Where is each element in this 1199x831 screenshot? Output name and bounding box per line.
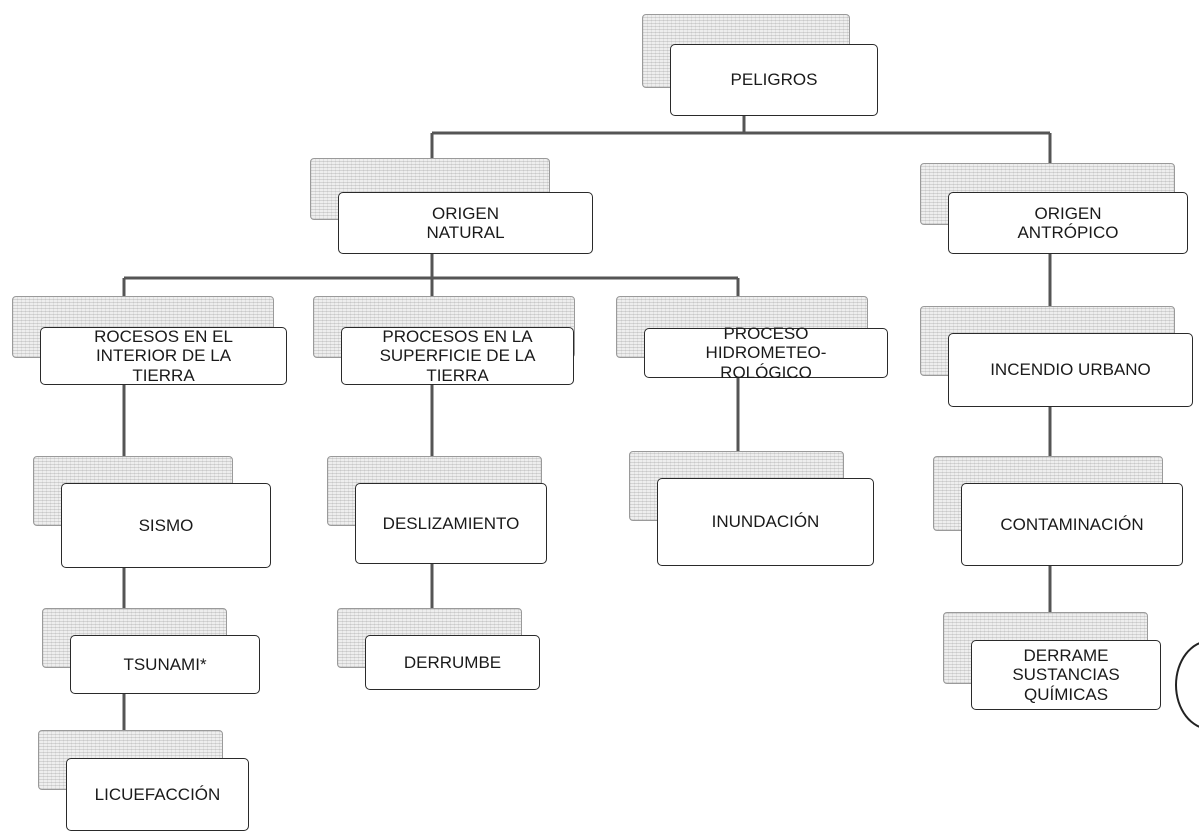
- node-deslizamiento: DESLIZAMIENTO: [355, 483, 547, 564]
- node-hidrometeorologico: PROCESO HIDROMETEO- ROLÓGICO: [644, 324, 888, 382]
- node-contaminacion: CONTAMINACIÓN: [961, 483, 1183, 566]
- node-derrame: DERRAME SUSTANCIAS QUÍMICAS: [971, 640, 1161, 710]
- node-origen-natural: ORIGEN NATURAL: [338, 192, 593, 254]
- node-peligros: PELIGROS: [670, 44, 878, 116]
- node-origen-antropico: ORIGEN ANTRÓPICO: [948, 192, 1188, 254]
- node-tsunami: TSUNAMI*: [70, 635, 260, 694]
- node-derrumbe: DERRUMBE: [365, 635, 540, 690]
- node-interior-tierra: ROCESOS EN EL INTERIOR DE LA TIERRA: [40, 327, 287, 385]
- node-licuefaccion: LICUEFACCIÓN: [66, 758, 249, 831]
- node-sismo: SISMO: [61, 483, 271, 568]
- node-inundacion: INUNDACIÓN: [657, 478, 874, 566]
- node-superficie-tierra: PROCESOS EN LA SUPERFICIE DE LA TIERRA: [341, 327, 574, 385]
- node-incendio-urbano: INCENDIO URBANO: [948, 333, 1193, 407]
